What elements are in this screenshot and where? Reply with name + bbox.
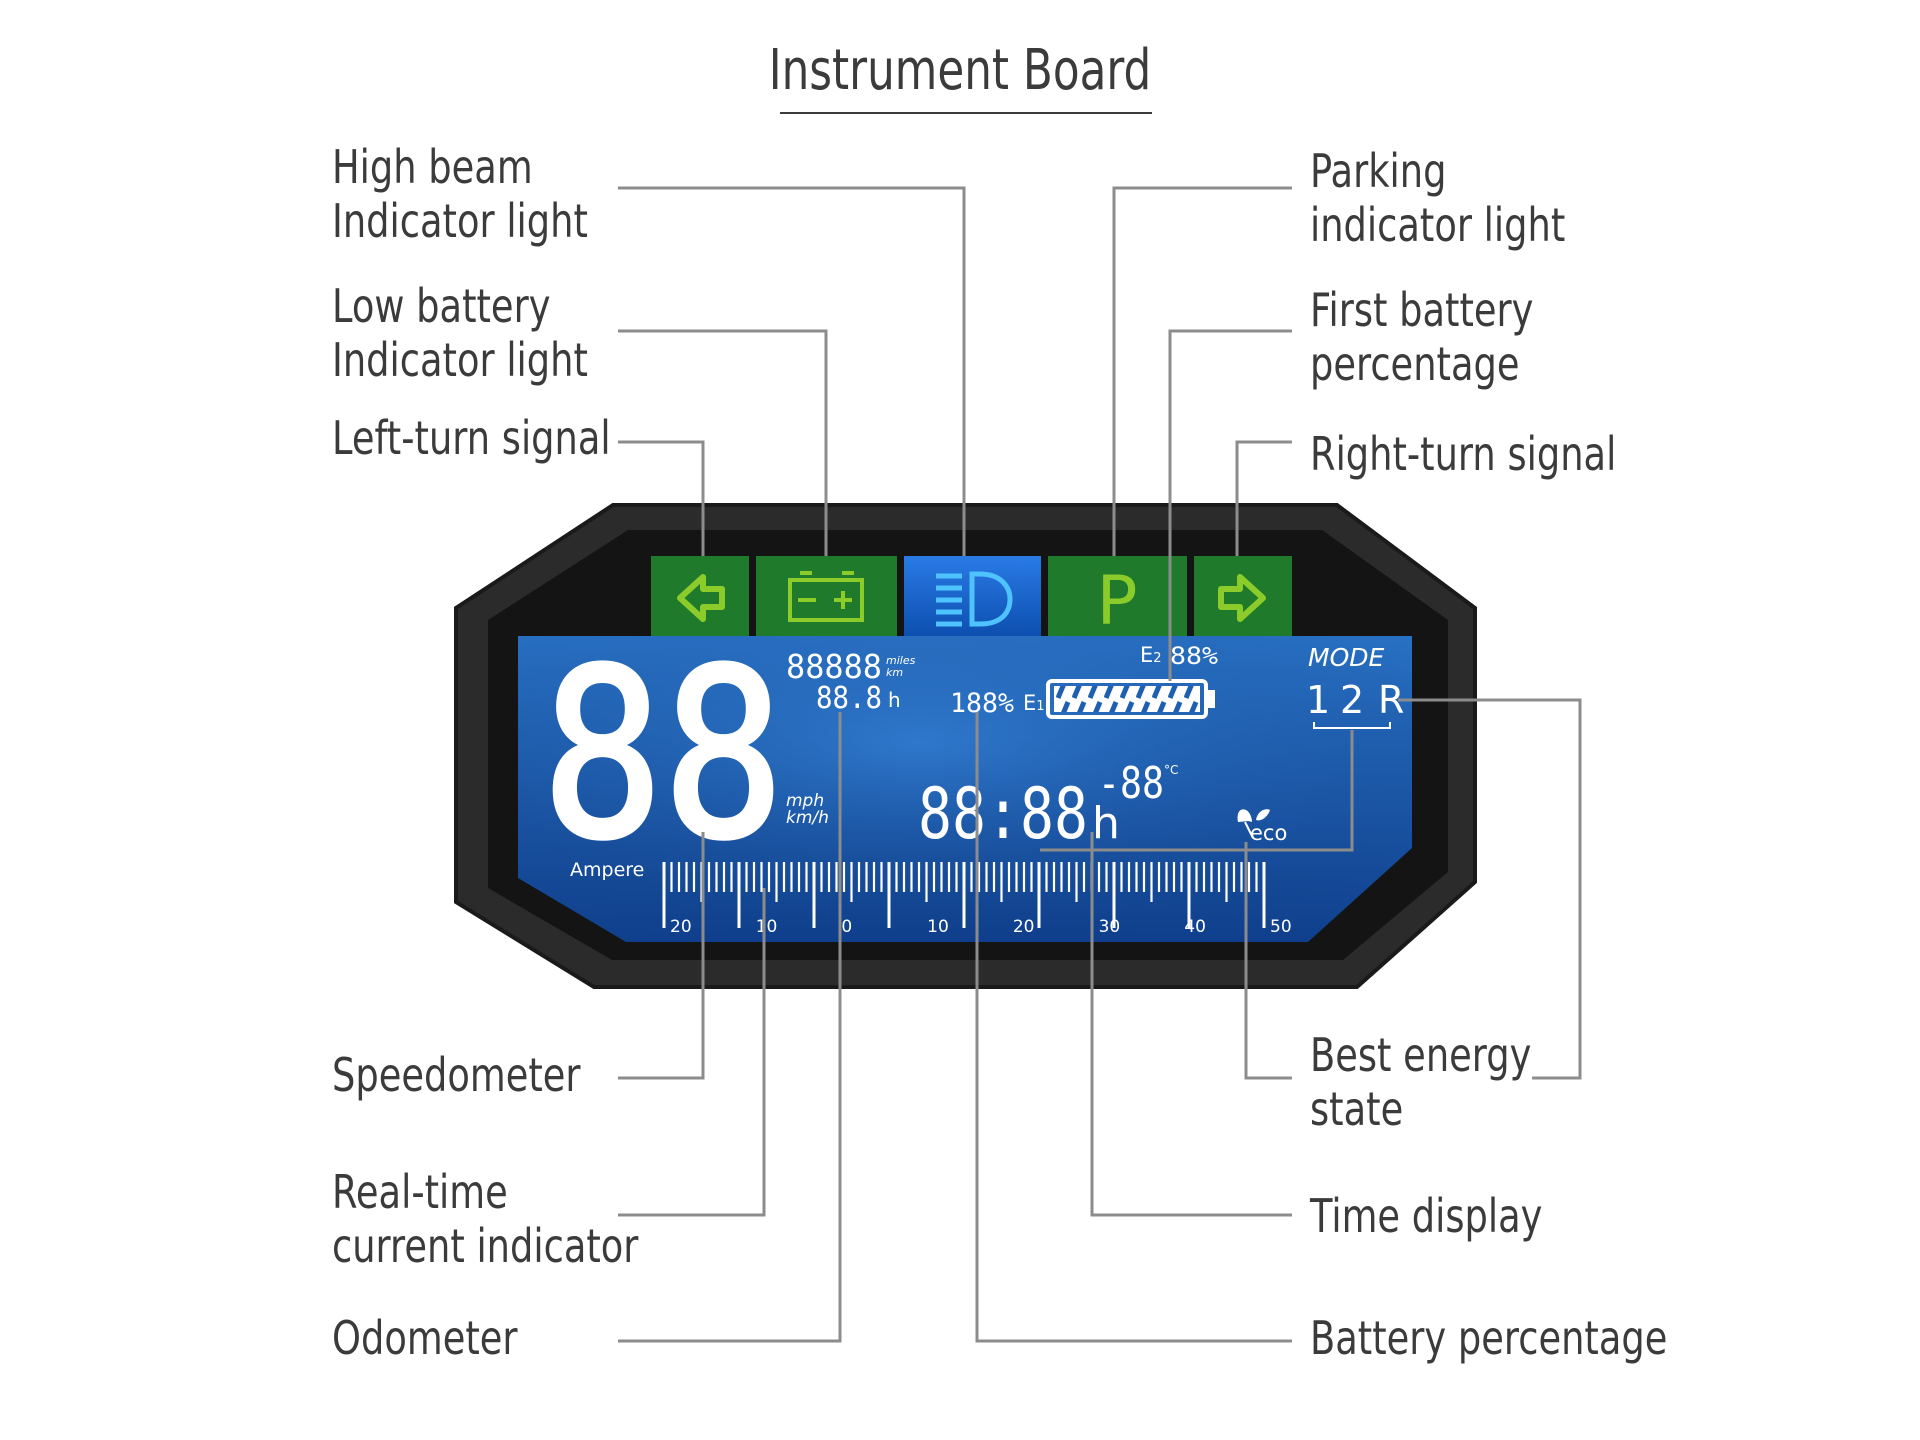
leader-current xyxy=(618,888,766,1217)
speed-unit-mph: mph xyxy=(786,791,824,811)
left-arrow-icon xyxy=(677,574,725,622)
parking-p-icon: P xyxy=(1096,562,1137,641)
callout-parking: Parking indicator light xyxy=(1310,144,1566,252)
leader-lines xyxy=(618,186,1582,1343)
ampere-scale-label: 10 xyxy=(756,917,778,937)
left-turn-indicator xyxy=(651,556,749,636)
battery-bar-fill xyxy=(1054,686,1200,712)
ampere-scale-labels: 20 10 0 10 20 30 40 50 xyxy=(670,917,1292,937)
callout-current: Real-time current indicator xyxy=(332,1165,639,1273)
battery2-percentage-readout: 88% xyxy=(1170,642,1219,670)
leader-left-turn xyxy=(618,440,705,556)
odometer-unit-miles: miles xyxy=(886,654,916,667)
trip-hours-readout: 88.8 xyxy=(816,681,882,716)
right-turn-indicator xyxy=(1194,556,1292,636)
ampere-label: Ampere xyxy=(570,859,644,881)
callout-time-display: Time display xyxy=(1310,1189,1543,1243)
eco-label: eco xyxy=(1250,821,1287,845)
battery-icon xyxy=(788,571,864,622)
high-beam-icon xyxy=(936,571,1013,627)
time-readout: 88:88 xyxy=(918,773,1088,855)
ampere-scale-label: 10 xyxy=(927,917,949,937)
battery-e1-label: E1 xyxy=(1023,691,1045,715)
ampere-scale-label: 40 xyxy=(1184,917,1206,937)
callout-right-turn: Right-turn signal xyxy=(1310,427,1617,481)
temperature-unit: °C xyxy=(1164,763,1178,777)
mode-1: 1 xyxy=(1306,678,1330,722)
temperature-readout: -88 xyxy=(1098,758,1164,809)
title-underline xyxy=(780,112,1152,114)
odometer-unit-km: km xyxy=(886,666,903,679)
diagram-title: Instrument Board xyxy=(768,38,1152,103)
ampere-scale-label: 50 xyxy=(1270,917,1292,937)
leader-parking xyxy=(1112,186,1292,556)
battery-percentage-readout: 188% xyxy=(950,688,1014,719)
leaf-icon xyxy=(1237,809,1270,822)
callout-first-battery: First battery percentage xyxy=(1310,283,1534,391)
ampere-scale-label: 0 xyxy=(841,917,852,937)
leader-low-battery xyxy=(618,329,828,556)
callout-high-beam: High beam Indicator light xyxy=(332,140,588,248)
leader-speedometer xyxy=(618,832,705,1080)
leader-odometer xyxy=(618,712,842,1343)
leader-battery-pct xyxy=(975,712,1292,1343)
ampere-scale-label: 30 xyxy=(1099,917,1121,937)
callout-odometer: Odometer xyxy=(332,1311,518,1365)
mode-bracket xyxy=(1313,722,1391,729)
speed-unit-kmh: km/h xyxy=(786,808,829,828)
leader-best-energy xyxy=(1244,842,1292,1080)
battery-e2-label: E2 xyxy=(1140,643,1162,667)
mode-2: 2 xyxy=(1340,678,1364,722)
parking-indicator: P xyxy=(1048,556,1187,641)
leader-right-turn xyxy=(1235,440,1292,556)
battery-bar-gauge xyxy=(1046,679,1215,719)
low-battery-indicator xyxy=(756,556,897,636)
leader-high-beam xyxy=(618,186,966,556)
callout-best-energy: Best energy state xyxy=(1310,1028,1532,1136)
speed-readout: 88 xyxy=(542,620,784,890)
eco-indicator: eco xyxy=(1237,809,1287,845)
right-arrow-icon xyxy=(1218,574,1266,622)
leader-first-battery xyxy=(1168,329,1292,681)
callout-speedometer: Speedometer xyxy=(332,1048,581,1102)
trip-hours-unit: h xyxy=(888,688,901,712)
ampere-scale-label: 20 xyxy=(670,917,692,937)
odometer-readout: 88888 xyxy=(786,647,882,686)
callout-battery-percentage: Battery percentage xyxy=(1310,1311,1668,1365)
leader-time xyxy=(1090,832,1292,1217)
high-beam-indicator xyxy=(904,556,1041,636)
callout-low-battery: Low battery Indicator light xyxy=(332,279,588,387)
leader-mode-bracket xyxy=(1040,730,1354,852)
time-unit: h xyxy=(1092,798,1120,849)
leader-mode xyxy=(1398,698,1582,1080)
callout-left-turn: Left-turn signal xyxy=(332,411,611,465)
ampere-scale-label: 20 xyxy=(1013,917,1035,937)
mode-label: MODE xyxy=(1308,643,1384,672)
